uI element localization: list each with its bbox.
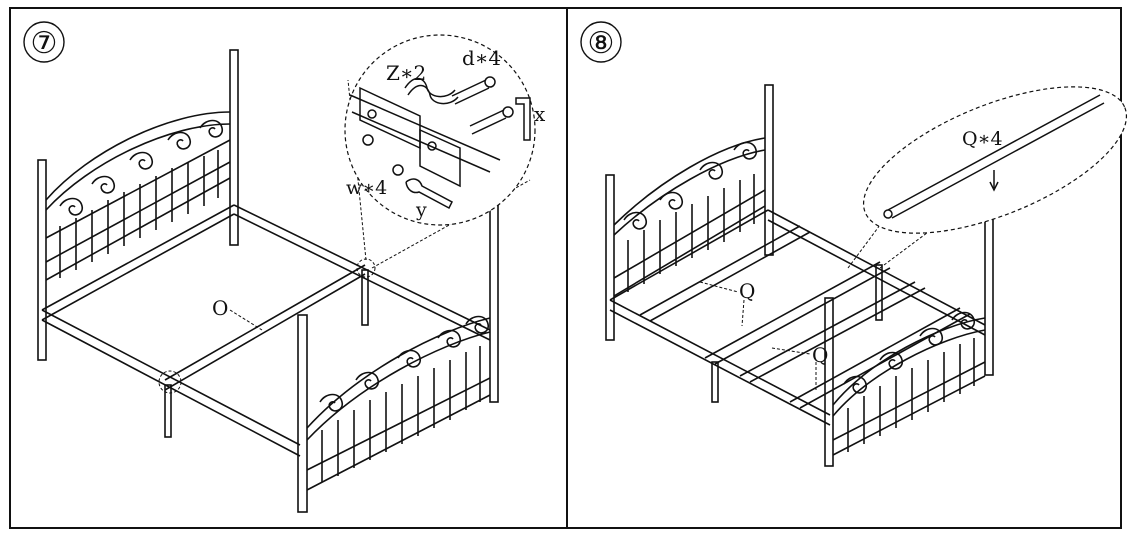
frame-leader-line xyxy=(229,309,263,331)
joint-marker-front xyxy=(158,370,182,394)
slat-a-label: Q xyxy=(739,279,755,303)
step-8-circle xyxy=(580,21,622,63)
headboard xyxy=(37,49,239,361)
slat-a-leader xyxy=(699,281,739,293)
washer-label: w∗4 xyxy=(346,177,387,199)
hook-label: Z∗2 xyxy=(386,61,426,85)
headboard-8 xyxy=(605,84,774,341)
hardware-detail xyxy=(344,34,536,269)
slat-detail-label: Q∗4 xyxy=(962,128,1003,150)
frame-8 xyxy=(609,209,986,426)
wrench-label: y xyxy=(415,199,427,221)
footboard-8 xyxy=(824,209,994,467)
slat-b-leader xyxy=(771,347,811,355)
frame-rails xyxy=(41,204,491,457)
step-7-circle xyxy=(23,21,65,63)
panel-7: ⑦ xyxy=(23,21,546,513)
panel-8: ⑧ xyxy=(580,21,1128,467)
bolt-label: d∗4 xyxy=(462,46,501,70)
frame-label: O xyxy=(212,296,228,320)
allen-key-label: x xyxy=(534,102,546,126)
slat-a-leader-2 xyxy=(741,299,745,327)
slat-detail xyxy=(847,86,1128,269)
step-7-number: ⑦ xyxy=(31,26,58,61)
step-8-number: ⑧ xyxy=(588,26,615,61)
slat-b-label: Q xyxy=(812,343,828,367)
panel-8-frame xyxy=(566,7,1122,529)
